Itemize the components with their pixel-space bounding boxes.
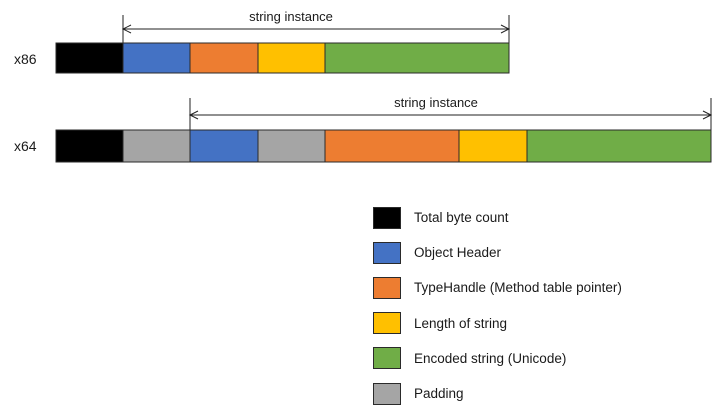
x86-block-total-byte-count xyxy=(55,42,124,74)
x64-block-padding-1 xyxy=(122,129,191,163)
x64-block-string-length xyxy=(458,129,528,163)
legend-swatch-type-handle xyxy=(373,276,401,299)
x86-span-right-arrowhead xyxy=(500,24,511,34)
x64-block-object-header xyxy=(189,129,259,163)
legend-label-encoded-string: Encoded string (Unicode) xyxy=(414,350,567,366)
x64-block-encoded-string xyxy=(526,129,712,163)
x64-row: x64 string instance xyxy=(14,95,713,163)
x86-block-type-handle xyxy=(189,42,259,74)
x86-block-string-length xyxy=(257,42,326,74)
x64-block-total-byte-count xyxy=(55,129,124,163)
legend-item-encoded-string: Encoded string (Unicode) xyxy=(373,341,693,376)
legend-label-string-length: Length of string xyxy=(414,315,508,331)
legend-label-object-header: Object Header xyxy=(414,245,502,261)
legend: Total byte count Object Header TypeHandl… xyxy=(373,200,693,411)
x86-block-encoded-string xyxy=(324,42,510,74)
x64-row-label: x64 xyxy=(14,138,37,154)
x64-block-padding-2 xyxy=(257,129,326,163)
x86-block-object-header xyxy=(122,42,191,74)
x64-span-right-arrowhead xyxy=(702,110,713,120)
legend-item-total-byte-count: Total byte count xyxy=(373,200,693,235)
legend-label-total-byte-count: Total byte count xyxy=(414,210,509,226)
x64-span-label: string instance xyxy=(394,95,478,110)
legend-swatch-total-byte-count xyxy=(373,206,401,229)
x86-row-label: x86 xyxy=(14,51,37,67)
x64-blocks xyxy=(55,129,712,163)
x64-span-marker xyxy=(188,98,713,130)
x86-row: x86 string instance xyxy=(14,9,511,74)
x64-block-type-handle xyxy=(324,129,460,163)
legend-item-type-handle: TypeHandle (Method table pointer) xyxy=(373,270,693,305)
x86-span-left-arrowhead xyxy=(121,24,132,34)
legend-swatch-encoded-string xyxy=(373,347,401,370)
legend-item-object-header: Object Header xyxy=(373,235,693,270)
legend-label-padding: Padding xyxy=(414,386,464,402)
x86-blocks xyxy=(55,42,510,74)
x64-span-left-arrowhead xyxy=(188,110,199,120)
legend-item-string-length: Length of string xyxy=(373,306,693,341)
x86-span-label: string instance xyxy=(249,9,333,24)
legend-label-type-handle: TypeHandle (Method table pointer) xyxy=(414,280,622,296)
x86-span-marker xyxy=(121,15,511,43)
legend-swatch-padding xyxy=(373,382,401,405)
legend-swatch-string-length xyxy=(373,312,401,335)
legend-swatch-object-header xyxy=(373,241,401,264)
legend-item-padding: Padding xyxy=(373,376,693,411)
